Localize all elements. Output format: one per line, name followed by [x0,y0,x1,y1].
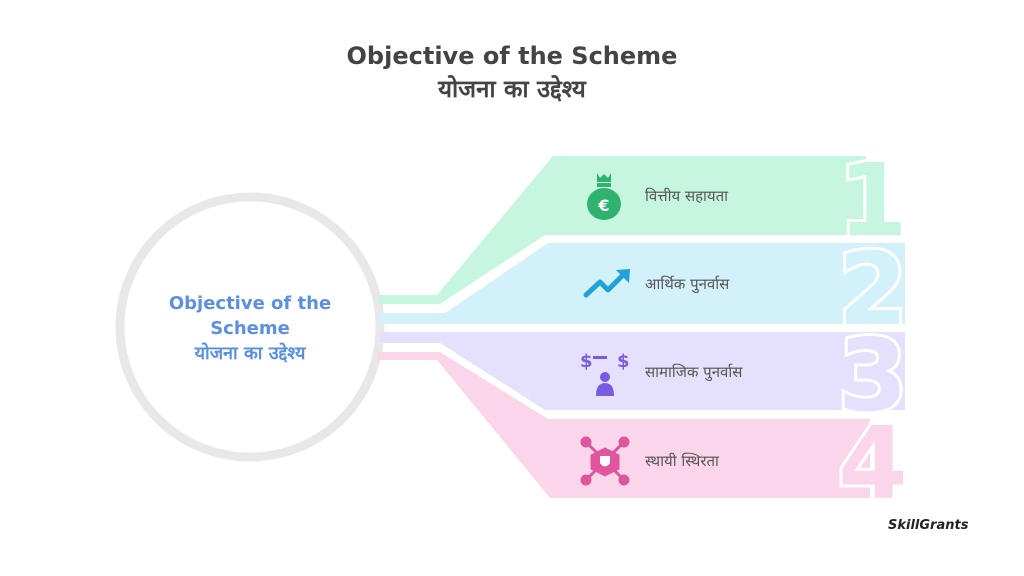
brand-logo: SkillGrants [888,518,969,533]
center-label-line1: Objective of the [168,293,332,314]
band-4 [378,352,870,498]
number-3: 3 [838,317,908,434]
diagram-title-hindi: योजना का उद्देश्य [438,75,586,103]
item-label-1: वित्तीय सहायता [645,187,729,205]
network-shield-icon [580,436,630,486]
svg-text:$: $ [617,351,630,372]
band-2 [380,243,905,324]
diagram-title: Objective of the Scheme [346,42,678,70]
money-exchange-person-icon: $ $ [580,351,630,396]
item-label-4: स्थायी स्थिरता [645,452,719,470]
center-label-line2: Scheme [210,318,290,339]
item-label-3: सामाजिक पुनर्वास [645,363,743,381]
number-2: 2 [838,231,908,348]
number-1: 1 [838,142,908,259]
band-3 [380,332,905,410]
money-bag-euro-icon: € [587,173,621,220]
center-label: Objective of the Scheme योजना का उद्देश्… [150,291,350,366]
center-circle [115,192,385,462]
svg-text:€: € [597,196,609,215]
band-1 [378,156,866,304]
item-label-2: आर्थिक पुनर्वास [645,275,730,293]
svg-text:$: $ [580,351,593,372]
trending-up-arrow-icon [583,269,630,298]
center-label-hindi: योजना का उद्देश्य [194,343,306,364]
number-4: 4 [838,405,908,522]
